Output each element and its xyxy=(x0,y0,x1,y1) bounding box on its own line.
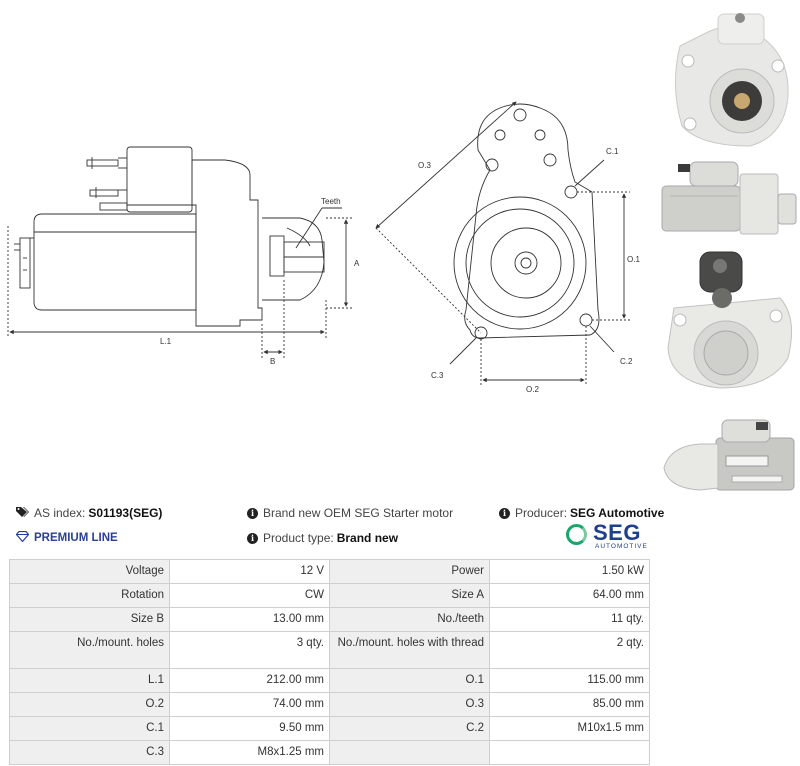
as-index: AS index: S01193(SEG) xyxy=(16,506,162,520)
diamond-icon xyxy=(15,530,30,545)
spec-label: O.2 xyxy=(9,692,170,717)
producer-value: SEG Automotive xyxy=(570,506,665,520)
spec-value xyxy=(489,740,650,765)
product-photo-angle[interactable] xyxy=(660,416,798,508)
dim-o2-label: O.2 xyxy=(526,385,539,394)
spec-value: 115.00 mm xyxy=(489,668,650,693)
dim-c1-label: C.1 xyxy=(606,147,619,156)
spec-label: L.1 xyxy=(9,668,170,693)
description: i Brand new OEM SEG Starter motor xyxy=(247,506,453,520)
spec-value: 9.50 mm xyxy=(169,716,330,741)
teeth-label: Teeth xyxy=(321,197,341,206)
spec-label: No./mount. holes xyxy=(9,631,170,669)
spec-value: 85.00 mm xyxy=(489,692,650,717)
description-text: Brand new OEM SEG Starter motor xyxy=(263,506,454,520)
dim-c3-label: C.3 xyxy=(431,371,444,380)
info-icon: i xyxy=(499,507,510,519)
spec-value: 74.00 mm xyxy=(169,692,330,717)
seg-logo-subtext: AUTOMOTIVE xyxy=(595,543,648,550)
product-type-value: Brand new xyxy=(336,531,399,545)
spec-value: 11 qty. xyxy=(489,607,650,632)
spec-value: 12 V xyxy=(169,559,330,584)
seg-logo-ring-icon xyxy=(566,524,587,545)
dim-o3-label: O.3 xyxy=(418,161,431,170)
spec-label: Power xyxy=(329,559,490,584)
product-type-label: Product type: xyxy=(263,531,334,545)
seg-logo-text: SEG xyxy=(593,520,641,545)
technical-drawings: Teeth A L.1 B O.3 C.1 O.1 C.3 xyxy=(7,101,640,394)
spec-value: M8x1.25 mm xyxy=(169,740,330,765)
spec-value: 2 qty. xyxy=(489,631,650,669)
dim-o1-label: O.1 xyxy=(627,255,640,264)
spec-label: C.2 xyxy=(329,716,490,741)
dim-l1-label: L.1 xyxy=(160,337,172,346)
info-icon: i xyxy=(247,507,258,519)
spec-value: 3 qty. xyxy=(169,631,330,669)
spec-value: 212.00 mm xyxy=(169,668,330,693)
spec-label xyxy=(329,740,490,765)
spec-label: Voltage xyxy=(9,559,170,584)
spec-label: Rotation xyxy=(9,583,170,608)
info-icon: i xyxy=(247,532,258,544)
premium-line-label: PREMIUM LINE xyxy=(34,532,118,544)
product-photo-rear[interactable] xyxy=(660,248,798,416)
spec-label: No./mount. holes with thread xyxy=(329,631,490,669)
front-view-drawing xyxy=(375,101,630,386)
product-photo-side[interactable] xyxy=(660,156,798,248)
as-index-label: AS index: xyxy=(34,506,86,520)
as-index-value: S01193(SEG) xyxy=(88,506,163,520)
side-view-drawing xyxy=(7,146,352,358)
spec-value: M10x1.5 mm xyxy=(489,716,650,741)
spec-label: O.3 xyxy=(329,692,490,717)
dim-a-label: A xyxy=(354,259,360,268)
product-photo-front[interactable] xyxy=(660,6,798,156)
seg-logo[interactable]: SEG AUTOMOTIVE xyxy=(566,520,650,552)
product-type: i Product type: Brand new xyxy=(247,531,398,545)
spec-label: No./teeth xyxy=(329,607,490,632)
dim-b-label: B xyxy=(270,357,275,366)
spec-value: 13.00 mm xyxy=(169,607,330,632)
producer-label: Producer: xyxy=(515,506,568,520)
tag-icon xyxy=(16,506,29,520)
dim-c2-label: C.2 xyxy=(620,357,633,366)
spec-label: C.3 xyxy=(9,740,170,765)
spec-label: O.1 xyxy=(329,668,490,693)
premium-line: PREMIUM LINE xyxy=(15,530,118,545)
spec-label: Size B xyxy=(9,607,170,632)
spec-label: C.1 xyxy=(9,716,170,741)
spec-value: 1.50 kW xyxy=(489,559,650,584)
producer: i Producer: SEG Automotive xyxy=(499,506,664,520)
spec-label: Size A xyxy=(329,583,490,608)
spec-value: 64.00 mm xyxy=(489,583,650,608)
spec-value: CW xyxy=(169,583,330,608)
